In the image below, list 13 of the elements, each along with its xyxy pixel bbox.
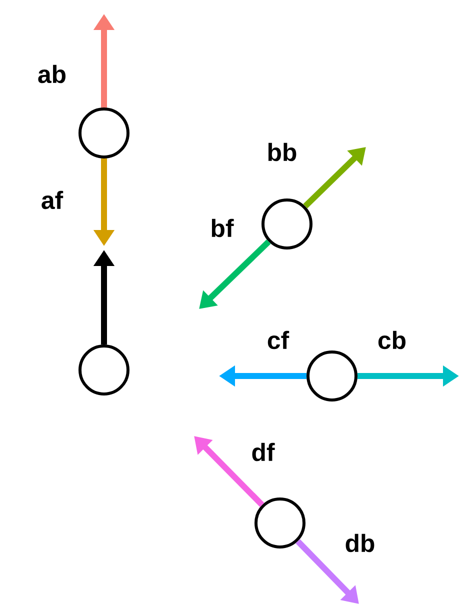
circle-node	[262, 198, 312, 250]
edge-label: db	[346, 534, 374, 552]
edge-label: cb	[378, 330, 406, 350]
edge-label: cf	[268, 330, 290, 350]
edge-label: af	[42, 190, 64, 210]
edge-label: bb	[268, 142, 296, 162]
edge-label: df	[252, 442, 275, 462]
circle-node	[78, 108, 130, 158]
circle-node	[78, 344, 130, 396]
edge-label: ab	[38, 64, 66, 84]
circle-node	[306, 350, 358, 402]
edge-label: bf	[212, 218, 234, 238]
circle-node	[254, 498, 306, 548]
